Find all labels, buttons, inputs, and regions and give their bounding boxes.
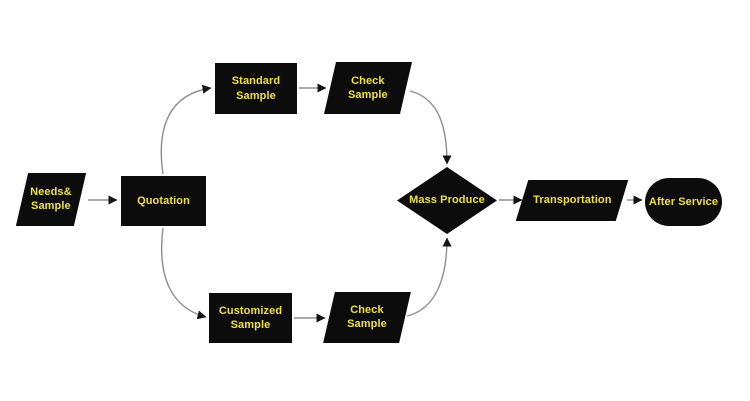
node-needs-sample: Needs& Sample bbox=[15, 173, 87, 226]
node-check-sample-top: Check Sample bbox=[323, 62, 413, 114]
node-needs-sample-label: Needs& Sample bbox=[30, 186, 72, 213]
node-after-service: After Service bbox=[645, 178, 722, 226]
node-customized-sample: Customized Sample bbox=[209, 293, 292, 343]
node-transportation-label: Transportation bbox=[532, 194, 612, 207]
edge-check-sample-bottom-to-mass-produce bbox=[406, 237, 452, 317]
node-quotation: Quotation bbox=[121, 176, 206, 226]
node-mass-produce-label: Mass Produce bbox=[409, 194, 485, 207]
node-check-sample-bottom-label: Check Sample bbox=[347, 304, 387, 331]
node-after-service-label: After Service bbox=[648, 195, 719, 208]
edge-quotation-to-standard-sample bbox=[160, 84, 212, 175]
node-standard-sample-label: Standard Sample bbox=[231, 75, 281, 102]
edge-check-sample-top-to-mass-produce bbox=[409, 90, 452, 165]
edge-quotation-to-customized-sample bbox=[161, 227, 207, 320]
node-standard-sample: Standard Sample bbox=[215, 63, 297, 114]
node-check-sample-top-label: Check Sample bbox=[348, 74, 388, 101]
node-quotation-label: Quotation bbox=[137, 194, 190, 207]
node-mass-produce: Mass Produce bbox=[397, 167, 497, 234]
node-customized-sample-label: Customized Sample bbox=[218, 304, 283, 331]
node-check-sample-bottom: Check Sample bbox=[323, 292, 411, 343]
node-transportation: Transportation bbox=[515, 180, 629, 221]
